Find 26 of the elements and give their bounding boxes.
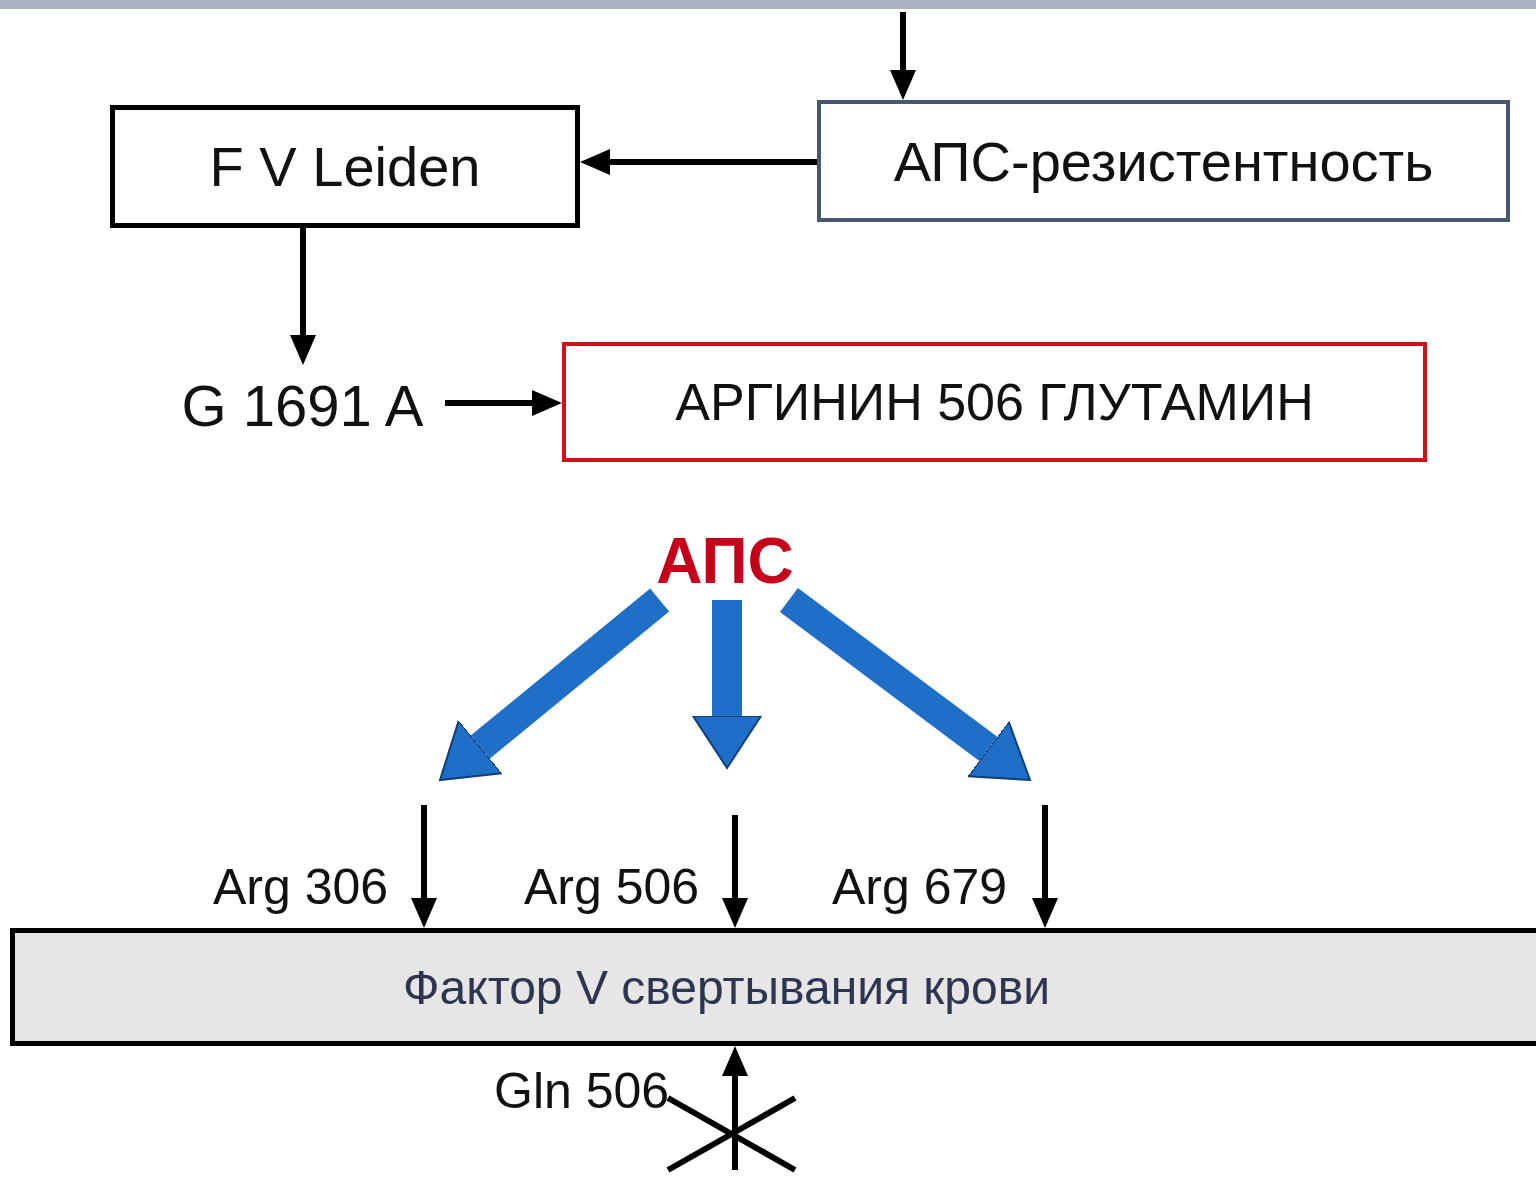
arrow — [890, 12, 916, 100]
residue-label: Arg 679 — [832, 858, 1008, 916]
residue-label: Gln 506 — [494, 1062, 670, 1120]
block-arrow — [692, 600, 762, 769]
process-box — [562, 342, 1427, 462]
arrow — [722, 815, 748, 928]
arrow — [411, 805, 437, 928]
enzyme-text: АПС — [656, 524, 794, 598]
residue-label: Arg 306 — [213, 858, 389, 916]
arrow — [290, 228, 316, 365]
arrow — [1032, 805, 1058, 928]
block-arrow — [779, 587, 1031, 781]
protein-bar — [10, 928, 1536, 1046]
residue-label: Arg 506 — [524, 858, 700, 916]
process-box — [110, 105, 580, 228]
node-text: АПС-резистентность — [893, 128, 1434, 194]
block-arrow — [439, 588, 670, 781]
arrow — [580, 149, 817, 175]
arrow — [445, 390, 562, 416]
process-box — [817, 100, 1510, 222]
node-text: Фактор V свертывания крови — [403, 959, 1051, 1015]
mutation-text: G 1691 A — [181, 371, 424, 439]
cross-mark — [668, 1098, 795, 1170]
arrow — [722, 1046, 748, 1170]
node-text: F V Leiden — [209, 134, 481, 199]
node-text: АРГИНИН 506 ГЛУТАМИН — [675, 372, 1314, 432]
